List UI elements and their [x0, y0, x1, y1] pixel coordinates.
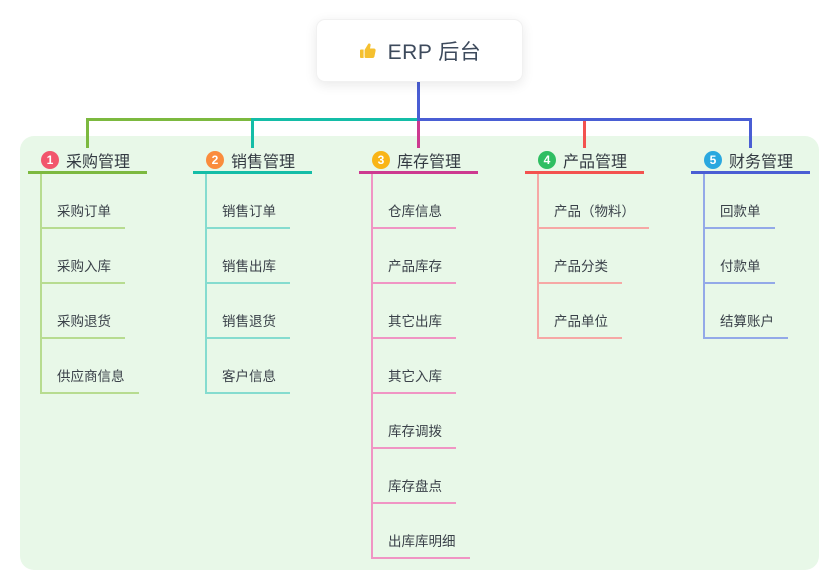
node-product-material[interactable]: 产品（物料）: [539, 174, 649, 229]
root-node-label: ERP 后台: [387, 40, 482, 64]
branch-product-node[interactable]: 4 产品管理: [525, 148, 644, 174]
node-product-stock[interactable]: 产品库存: [373, 229, 456, 284]
badge-2: 2: [206, 150, 224, 169]
branch-purchase-node[interactable]: 1 采购管理: [28, 148, 147, 174]
node-supplier-info[interactable]: 供应商信息: [42, 339, 139, 394]
node-sales-return[interactable]: 销售退货: [207, 284, 290, 339]
node-other-outbound[interactable]: 其它出库: [373, 284, 456, 339]
branch-inventory: 3 库存管理 仓库信息 产品库存 其它出库 其它入库 库存调拨 库存盘点 出库库…: [359, 148, 478, 559]
branch-inventory-node[interactable]: 3 库存管理: [359, 148, 478, 174]
badge-5: 5: [704, 150, 722, 169]
branch-sales-label: 销售管理: [231, 153, 296, 171]
branch-finance-node[interactable]: 5 财务管理: [691, 148, 810, 174]
node-product-unit[interactable]: 产品单位: [539, 284, 622, 339]
branch-finance-label: 财务管理: [729, 153, 794, 171]
branch-inventory-label: 库存管理: [397, 153, 462, 171]
badge-4: 4: [538, 150, 556, 169]
node-stock-transfer[interactable]: 库存调拨: [373, 394, 456, 449]
node-sales-outbound[interactable]: 销售出库: [207, 229, 290, 284]
branch-product: 4 产品管理 产品（物料） 产品分类 产品单位: [525, 148, 649, 339]
branch-sales-items: 销售订单 销售出库 销售退货 客户信息: [205, 174, 312, 394]
branch-product-label: 产品管理: [563, 153, 628, 171]
node-purchase-order[interactable]: 采购订单: [42, 174, 125, 229]
branch-finance-items: 回款单 付款单 结算账户: [703, 174, 810, 339]
node-purchase-inbound[interactable]: 采购入库: [42, 229, 125, 284]
badge-3: 3: [372, 150, 390, 169]
node-settlement-account[interactable]: 结算账户: [705, 284, 788, 339]
branch-sales: 2 销售管理 销售订单 销售出库 销售退货 客户信息: [193, 148, 312, 394]
root-node-erp-backend[interactable]: ERP 后台: [316, 19, 523, 82]
branch-purchase: 1 采购管理 采购订单 采购入库 采购退货 供应商信息: [28, 148, 147, 394]
node-customer-info[interactable]: 客户信息: [207, 339, 290, 394]
node-stock-count[interactable]: 库存盘点: [373, 449, 456, 504]
branch-sales-node[interactable]: 2 销售管理: [193, 148, 312, 174]
branch-finance: 5 财务管理 回款单 付款单 结算账户: [691, 148, 810, 339]
node-receipt-doc[interactable]: 回款单: [705, 174, 775, 229]
node-payment-doc[interactable]: 付款单: [705, 229, 775, 284]
node-purchase-return[interactable]: 采购退货: [42, 284, 125, 339]
node-product-category[interactable]: 产品分类: [539, 229, 622, 284]
branch-purchase-items: 采购订单 采购入库 采购退货 供应商信息: [40, 174, 147, 394]
branch-purchase-label: 采购管理: [66, 153, 131, 171]
node-sales-order[interactable]: 销售订单: [207, 174, 290, 229]
node-warehouse-info[interactable]: 仓库信息: [373, 174, 456, 229]
branch-inventory-items: 仓库信息 产品库存 其它出库 其它入库 库存调拨 库存盘点 出库库明细: [371, 174, 478, 559]
badge-1: 1: [41, 150, 59, 169]
thumbs-up-icon: [359, 43, 376, 58]
node-inout-detail[interactable]: 出库库明细: [373, 504, 470, 559]
branches-background-panel: [20, 136, 819, 570]
branch-product-items: 产品（物料） 产品分类 产品单位: [537, 174, 649, 339]
node-other-inbound[interactable]: 其它入库: [373, 339, 456, 394]
